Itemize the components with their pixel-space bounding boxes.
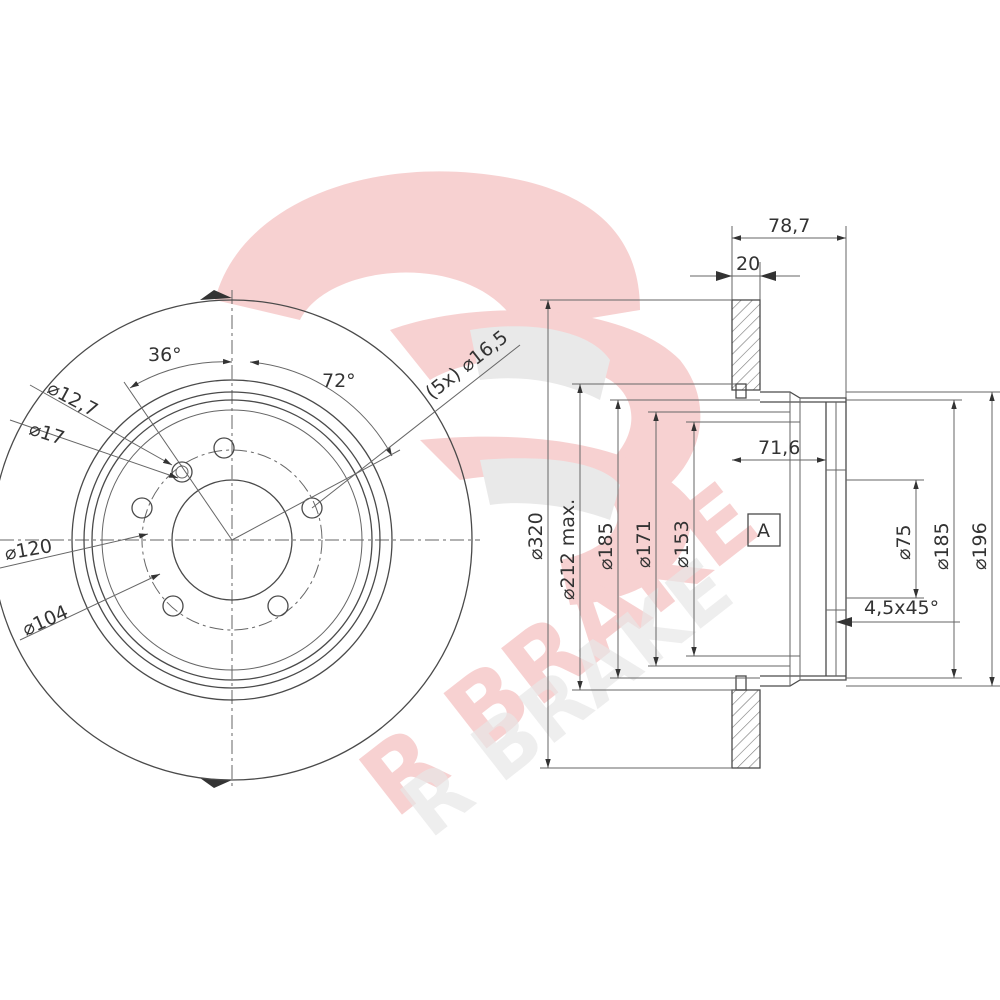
dim-75-label: ⌀75 [893, 524, 915, 560]
dim-153-label: ⌀153 [671, 520, 693, 568]
dim-171-label: ⌀171 [633, 520, 655, 568]
side-view: 78,7 20 71,6 A 4,5x45° [525, 215, 1000, 769]
hat-outer-ring-3 [101, 409, 363, 671]
angle-36-arc [129, 358, 233, 389]
locating-pin-hole-inner [175, 465, 189, 479]
bolt-hole-3 [267, 595, 289, 617]
center-bore [171, 479, 293, 601]
dim-71-6-label: 71,6 [758, 437, 800, 459]
dia-120-label: ⌀120 [3, 535, 54, 565]
hat-outer-ring-2 [91, 399, 373, 681]
friction-ring-inner [71, 379, 393, 701]
dia-104-leader [19, 573, 161, 641]
dia-12-7-label: ⌀12,7 [44, 377, 102, 422]
radial-line-72 [231, 449, 401, 541]
chamfer-label: 4,5x45° [864, 597, 939, 619]
dia-17-leader [9, 419, 179, 479]
dim-185-right-label: ⌀185 [931, 522, 953, 570]
friction-ring-section-bottom [731, 689, 761, 769]
radial-line-36 [123, 381, 233, 541]
bolt-hole-5 [131, 497, 153, 519]
hat-outer-ring-1 [83, 391, 381, 689]
datum-a-box [747, 513, 781, 547]
dim-212-label: ⌀212 max. [557, 499, 579, 600]
bolt-circle [141, 449, 323, 631]
hat-body-outline [760, 391, 847, 687]
dim-185-left-label: ⌀185 [595, 522, 617, 570]
dia-120-leader [0, 533, 149, 569]
angle-72-arc [249, 360, 393, 457]
disc-outer-edge [0, 299, 473, 781]
angle-72-label: 72° [322, 370, 356, 392]
dim-196-label: ⌀196 [969, 522, 991, 570]
locating-pin-hole-outer [171, 461, 193, 483]
centerline-marker-top [200, 290, 232, 300]
dia-17-label: ⌀17 [26, 418, 67, 450]
bolt-hole-4 [162, 595, 184, 617]
angle-36-label: 36° [148, 344, 182, 366]
bolt-hole-2 [301, 497, 323, 519]
dia-12-7-leader [29, 384, 173, 466]
datum-a-label: A [757, 520, 770, 542]
dim-20-label: 20 [736, 253, 760, 275]
bolt-hole-leader [311, 344, 521, 509]
dim-78-7-label: 78,7 [768, 215, 810, 237]
dia-104-label: ⌀104 [19, 601, 72, 641]
bolt-hole-1 [213, 437, 235, 459]
dim-320-label: ⌀320 [525, 512, 547, 560]
friction-ring-section-top [731, 299, 761, 391]
